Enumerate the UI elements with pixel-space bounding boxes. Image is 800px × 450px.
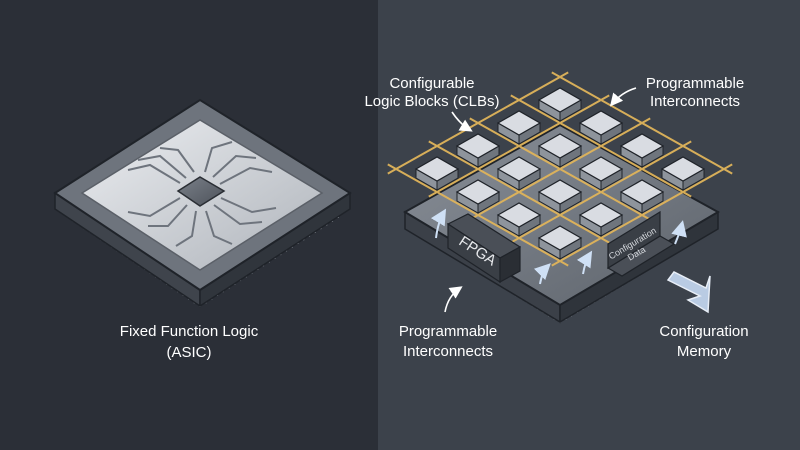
interconnect-wire xyxy=(469,117,651,221)
asic-label-line2: (ASIC) xyxy=(167,344,212,361)
callout-clb-line2: Logic Blocks (CLBs) xyxy=(364,93,499,110)
clb-block xyxy=(619,133,665,168)
interconnect-wire xyxy=(387,71,569,175)
interconnect-wire xyxy=(551,163,733,267)
callout-clb-arrow xyxy=(451,111,473,132)
callout-memory-line1: Configuration xyxy=(659,323,748,340)
callout-interconnect-top-line2: Interconnects xyxy=(650,93,740,110)
clb-block-top xyxy=(619,179,665,205)
config-flow-arrows xyxy=(430,208,687,285)
clb-block xyxy=(578,156,624,191)
clb-block xyxy=(537,133,583,168)
callout-clb-line1: Configurable xyxy=(389,75,474,92)
clb-block-top xyxy=(455,133,501,159)
clb-block xyxy=(619,179,665,214)
clb-block-top xyxy=(414,156,460,182)
asic-chip xyxy=(53,98,352,308)
configuration-memory-arrow xyxy=(666,271,711,314)
callout-interconnect-bottom-line2: Interconnects xyxy=(403,343,493,360)
clb-block-top xyxy=(496,156,542,182)
fpga-label-block-side xyxy=(499,245,521,284)
fpga-chip: FPGA Configuration Data xyxy=(387,71,733,324)
clb-block xyxy=(660,156,706,191)
callout-interconnect-bottom-line1: Programmable xyxy=(399,323,497,340)
clb-block-top xyxy=(537,225,583,251)
interconnect-wire xyxy=(510,140,692,244)
clb-block-top xyxy=(578,202,624,228)
clb-block xyxy=(537,87,583,122)
clb-block-top xyxy=(619,133,665,159)
clb-grid xyxy=(414,87,706,260)
clb-block-top xyxy=(496,202,542,228)
clb-block-top xyxy=(578,156,624,182)
clb-block xyxy=(578,110,624,145)
clb-block xyxy=(496,202,542,237)
clb-block-top xyxy=(537,87,583,113)
callout-memory-line2: Memory xyxy=(677,343,732,360)
interconnect-wires xyxy=(387,71,733,267)
asic-label-line1: Fixed Function Logic xyxy=(120,323,259,340)
clb-block xyxy=(578,202,624,237)
clb-block xyxy=(414,156,460,191)
clb-block xyxy=(537,179,583,214)
clb-block-top xyxy=(496,110,542,136)
clb-block-top xyxy=(537,133,583,159)
clb-block xyxy=(455,179,501,214)
callout-interconnect-top-line1: Programmable xyxy=(646,75,744,92)
clb-block-top xyxy=(455,179,501,205)
callout-interconnect-top-arrow xyxy=(609,87,637,107)
clb-block xyxy=(537,225,583,260)
asic-core-die xyxy=(176,176,226,207)
callout-interconnect-bottom-arrow xyxy=(444,286,463,313)
clb-block xyxy=(496,156,542,191)
clb-block xyxy=(455,133,501,168)
config-data-block xyxy=(607,210,661,270)
clb-block-top xyxy=(660,156,706,182)
clb-block-top xyxy=(537,179,583,205)
clb-block xyxy=(496,110,542,145)
interconnect-wire xyxy=(428,94,610,198)
clb-block-top xyxy=(578,110,624,136)
asic-traces xyxy=(127,141,277,247)
